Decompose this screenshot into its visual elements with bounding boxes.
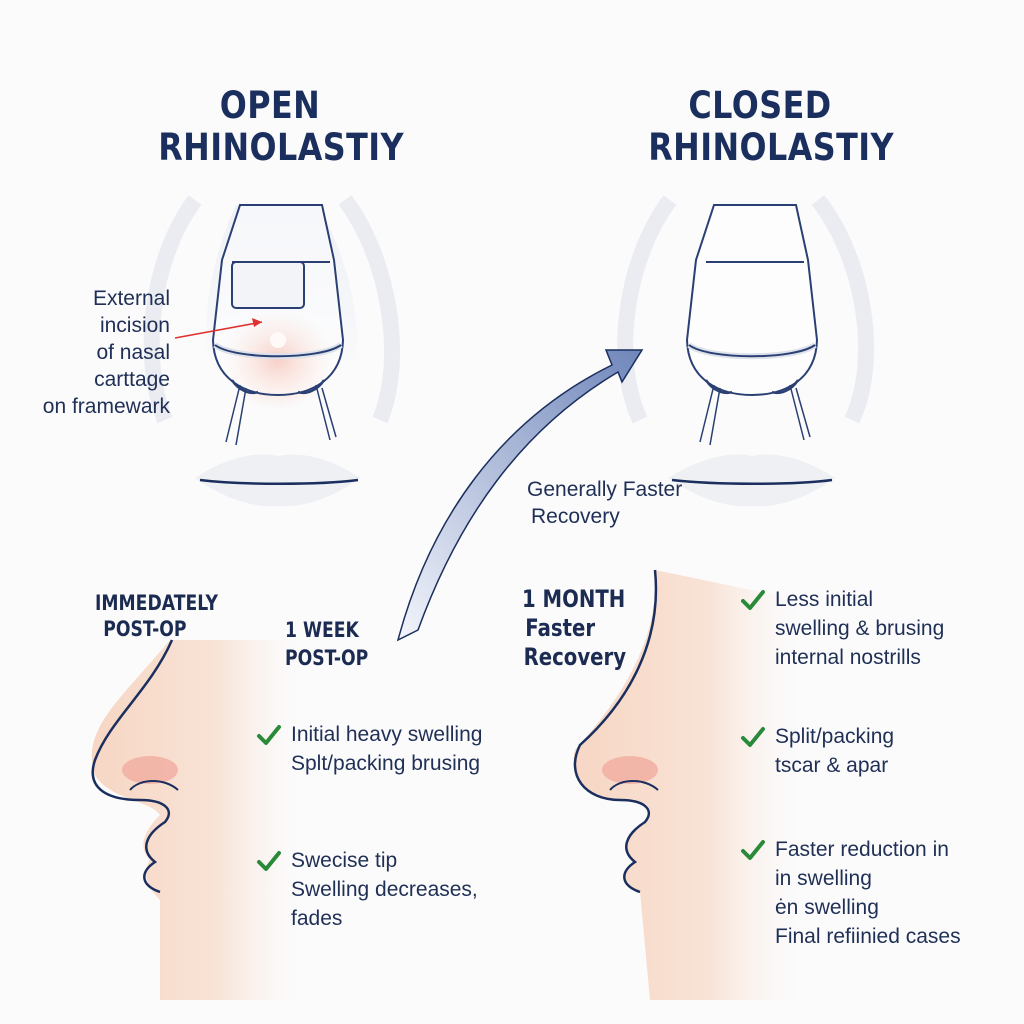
check-text: Faster reduction in in swelling ėn swell… xyxy=(775,835,961,951)
check-line: Faster reduction in xyxy=(775,838,949,861)
closed-check-item: Faster reduction in in swelling ėn swell… xyxy=(740,835,961,951)
incision-label-line2: of nasal carttage xyxy=(94,341,170,391)
check-line: Less initial xyxy=(775,588,874,611)
recovery-label-line1: Generally Faster xyxy=(527,478,683,501)
check-line: Swecise tip xyxy=(291,849,398,872)
check-text: Initial heavy swelling Splt/packing brus… xyxy=(291,720,482,778)
stage-one-month-line2: Faster xyxy=(525,614,596,642)
closed-lips xyxy=(668,454,835,507)
stage-one-month: 1 MONTH Faster Recovery xyxy=(522,585,626,672)
check-line: Final refiinied cases xyxy=(775,925,961,948)
open-title-line2: RHINOLASTIY xyxy=(158,126,404,169)
check-text: Less initial swelling & brusing internal… xyxy=(775,585,944,672)
check-icon xyxy=(257,725,281,745)
check-line: fades xyxy=(291,907,343,930)
open-title: OPEN RHINOLASTIY xyxy=(158,84,404,169)
incision-pointer-line xyxy=(174,321,263,339)
stage-one-week-line1: 1 WEEK xyxy=(285,618,359,642)
check-icon xyxy=(741,590,765,610)
recovery-label: Generally Faster Recovery xyxy=(527,476,687,530)
closed-title: CLOSED RHINOLASTIY xyxy=(648,84,894,169)
closed-title-line1: CLOSED xyxy=(688,84,832,127)
incision-label: External incision of nasal carttage on f… xyxy=(20,285,170,420)
check-line: internal nostrills xyxy=(775,646,921,669)
open-lips xyxy=(195,454,360,507)
check-line: Initial heavy swelling xyxy=(291,723,483,746)
check-line: ėn swelling xyxy=(775,896,879,919)
stage-one-month-line1: 1 MONTH xyxy=(522,585,626,613)
stage-immediately: IMMEDATELY POST-OP xyxy=(95,590,218,642)
open-check-item: Initial heavy swelling Splt/packing brus… xyxy=(256,720,482,778)
check-icon xyxy=(741,727,765,747)
closed-title-line2: RHINOLASTIY xyxy=(648,126,894,169)
incision-label-line1: External incision xyxy=(92,287,170,337)
stage-one-week: 1 WEEK POST-OP xyxy=(285,616,368,672)
closed-check-item: Split/packing tscar & apar xyxy=(740,722,894,780)
closed-front-face xyxy=(617,195,874,424)
open-profile-face xyxy=(91,639,300,1000)
stage-immediately-line2: POST-OP xyxy=(103,617,187,641)
check-icon xyxy=(741,840,765,860)
check-line: Swelling decreases, xyxy=(291,878,478,901)
incision-label-line3: on framewark xyxy=(42,395,170,418)
check-line: tscar & apar xyxy=(775,754,889,777)
check-text: Split/packing tscar & apar xyxy=(775,722,894,780)
check-line: swelling & brusing xyxy=(775,617,945,640)
incision-pointer-head xyxy=(252,318,262,327)
stage-one-week-line2: POST-OP xyxy=(285,646,369,670)
open-check-item: Swecise tip Swelling decreases, fades xyxy=(256,846,478,933)
open-nose-splint-icon xyxy=(211,204,345,446)
check-icon xyxy=(257,851,281,871)
arrow-icon xyxy=(396,349,644,642)
check-line: Split/packing xyxy=(775,725,895,748)
stage-immediately-line1: IMMEDATELY xyxy=(95,591,218,615)
check-line: Splt/packing brusing xyxy=(291,752,481,775)
check-text: Swecise tip Swelling decreases, fades xyxy=(291,846,478,933)
open-nose-tip xyxy=(222,310,334,410)
check-line: in swelling xyxy=(775,867,872,890)
closed-nose-splint-icon xyxy=(685,204,819,446)
closed-profile-face xyxy=(573,569,800,1000)
closed-check-item: Less initial swelling & brusing internal… xyxy=(740,585,944,672)
recovery-label-line2: Recovery xyxy=(531,505,620,528)
stage-one-month-line3: Recovery xyxy=(523,643,627,671)
open-title-line1: OPEN xyxy=(219,84,321,127)
